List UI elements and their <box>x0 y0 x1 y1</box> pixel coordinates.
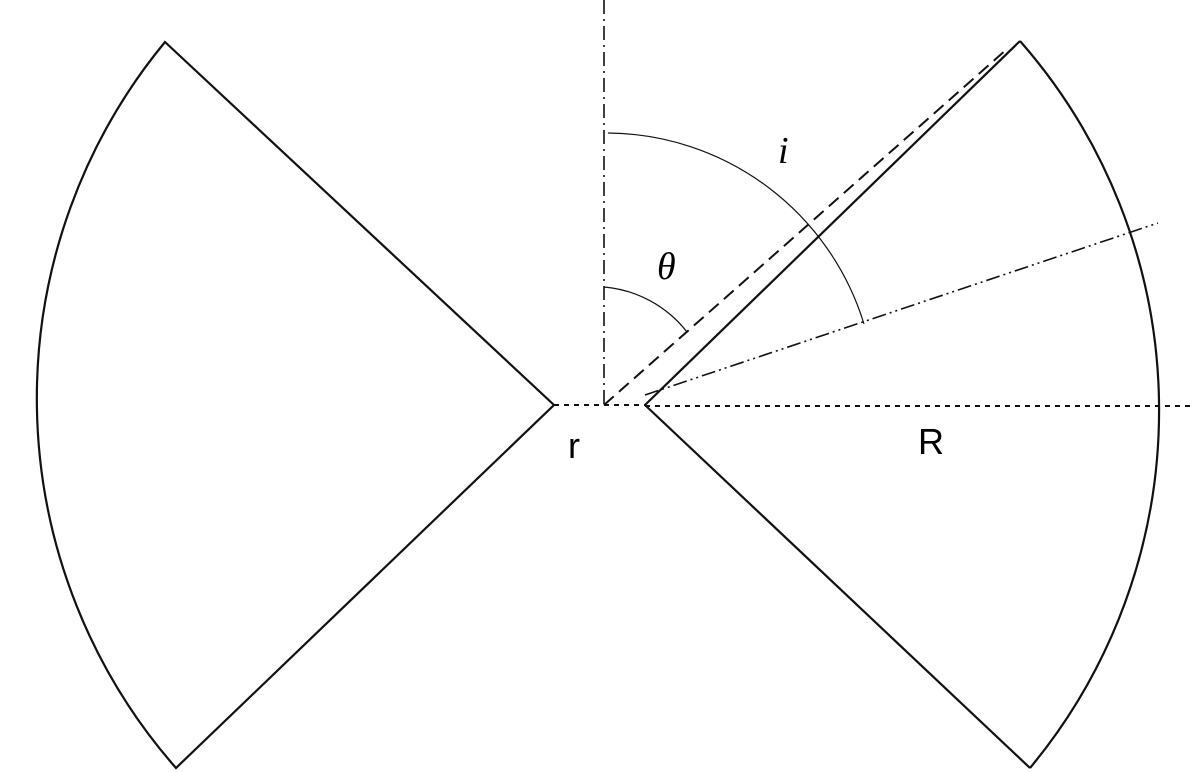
right-cone-upper-edge <box>644 40 1021 406</box>
inclination-label: i <box>778 130 789 172</box>
line-of-sight <box>644 222 1159 396</box>
inclination-angle-arc <box>607 132 865 325</box>
inner-radius-label: r <box>568 425 580 466</box>
left-cone-outline <box>35 40 556 770</box>
theta-angle-arc <box>603 286 688 333</box>
right-cone-outer-arc <box>1019 40 1161 769</box>
half-opening-dashed-line <box>603 48 1008 406</box>
theta-label: θ <box>657 246 676 288</box>
outer-radius-label: R <box>918 421 944 462</box>
right-cone-lower-edge <box>644 404 1031 769</box>
